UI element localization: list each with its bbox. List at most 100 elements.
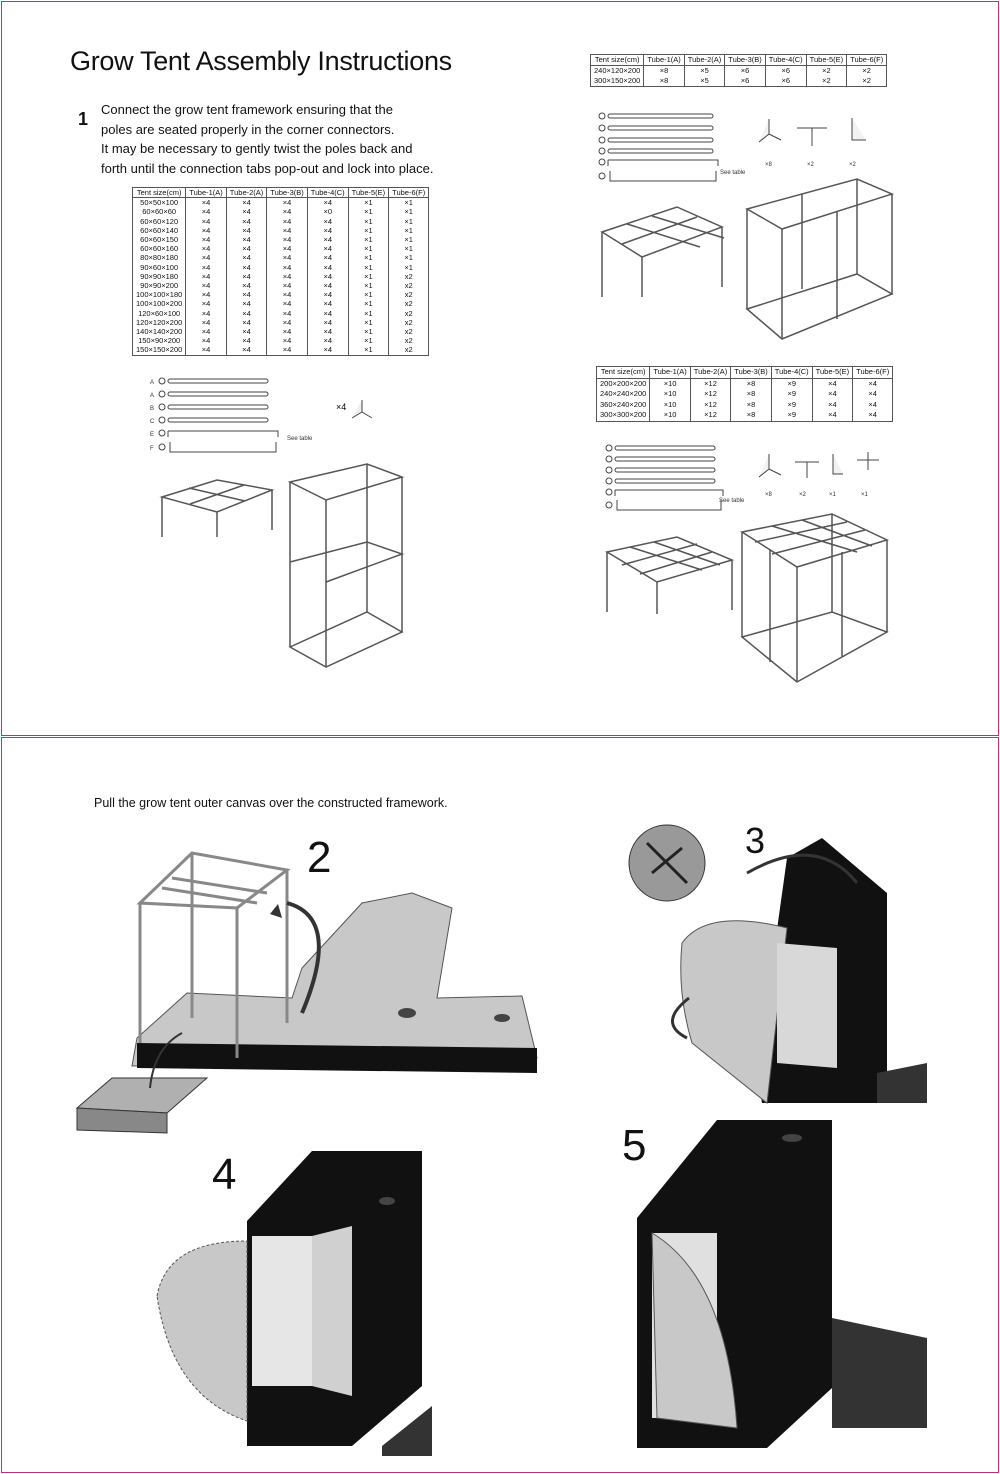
table-cell: ×12 (690, 410, 732, 422)
table-cell: ×4 (307, 225, 349, 236)
table-cell: ×2 (806, 76, 848, 87)
table-cell: ×6 (765, 76, 807, 87)
svg-text:A: A (150, 393, 154, 399)
table-header-cell: Tube-6(F) (852, 366, 894, 379)
page-title: Grow Tent Assembly Instructions (70, 46, 452, 76)
table-header-cell: Tube-4(C) (307, 186, 349, 199)
table-cell: ×4 (226, 317, 268, 328)
tube-part (158, 442, 277, 453)
table-cell: ×2 (846, 76, 888, 87)
svg-text:C: C (150, 419, 155, 425)
table-cell: ×4 (266, 271, 308, 282)
table-cell: ×4 (812, 410, 854, 422)
table-cell: 50×50×100 (131, 197, 187, 208)
table-cell: ×4 (852, 378, 894, 389)
table-cell: ×4 (266, 281, 308, 291)
table-cell: 200×200×200 (595, 378, 651, 389)
table-cell: ×1 (348, 299, 390, 309)
table-cell: ×8 (730, 378, 772, 389)
instruction-line: Connect the grow tent framework ensuring… (101, 102, 393, 117)
table-cell: ×4 (266, 299, 308, 309)
table-header-cell: Tube-5(E) (348, 186, 390, 199)
table-cell: x2 (388, 281, 430, 291)
table-cell: 60×60×120 (131, 216, 187, 226)
table-header-cell: Tube-2(A) (690, 366, 732, 379)
step-1-instructions: Connect the grow tent framework ensuring… (101, 100, 433, 178)
table-cell: ×4 (226, 225, 268, 236)
table-cell: 120×60×100 (131, 308, 187, 318)
table-cell: ×4 (307, 308, 349, 318)
table-header-cell: Tube-1(A) (185, 186, 227, 199)
table-cell: ×4 (185, 290, 227, 300)
table-cell: ×4 (185, 345, 227, 356)
table-cell: ×1 (388, 262, 430, 272)
tube-part (158, 377, 269, 385)
table-cell: ×4 (307, 253, 349, 263)
table-cell: ×4 (226, 244, 268, 254)
step-2-instruction: Pull the grow tent outer canvas over the… (94, 796, 448, 810)
tube-part (598, 158, 719, 166)
table-cell: ×2 (846, 65, 888, 76)
see-table-label: See table (287, 436, 313, 442)
table-cell: ×4 (226, 308, 268, 318)
table-cell: ×8 (643, 65, 685, 76)
table-cell: ×1 (348, 225, 390, 236)
table-cell: 90×90×200 (131, 281, 187, 291)
table-cell: ×4 (812, 389, 854, 400)
connector-set-medium: ×8 ×2 ×2 (758, 118, 866, 168)
parts-table-small-tents: Tent size(cm)Tube-1(A)Tube-2(A)Tube-3(B)… (131, 186, 430, 356)
table-header-cell: Tent size(cm) (131, 186, 187, 199)
table-cell: ×4 (185, 235, 227, 245)
table-cell: ×4 (307, 317, 349, 328)
table-cell: x2 (388, 345, 430, 356)
instruction-line: forth until the connection tabs pop-out … (101, 160, 434, 176)
table-cell: ×4 (185, 216, 227, 226)
table-cell: ×4 (185, 262, 227, 272)
table-row: 60×60×120×4×4×4×4×1×1 (131, 216, 430, 226)
table-cell: ×9 (771, 389, 813, 400)
table-cell: ×6 (765, 65, 807, 76)
table-cell: ×8 (643, 76, 685, 87)
table-cell: 80×80×180 (131, 253, 187, 263)
table-cell: ×1 (348, 345, 390, 356)
table-cell: ×4 (226, 327, 268, 337)
table-cell: ×4 (226, 253, 268, 263)
table-row: 60×60×60×4×4×4×0×1×1 (131, 207, 430, 217)
table-header-row: Tent size(cm)Tube-1(A)Tube-2(A)Tube-3(B)… (589, 54, 888, 66)
table-header-cell: Tent size(cm) (595, 366, 651, 379)
table-cell: ×4 (226, 299, 268, 309)
table-cell: ×8 (730, 410, 772, 422)
table-cell: ×4 (852, 399, 894, 410)
step-4-illustration (156, 1151, 432, 1456)
roof-frame-diagram-medium (600, 206, 725, 297)
table-cell: ×4 (266, 308, 308, 318)
table-header-cell: Tube-3(B) (730, 366, 772, 379)
table-cell: ×4 (307, 299, 349, 309)
table-cell: ×4 (185, 317, 227, 328)
table-cell: 360×240×200 (595, 399, 651, 410)
tube-part (598, 112, 714, 120)
step-5-number: 5 (622, 1121, 647, 1170)
connector-qty: ×2 (849, 162, 857, 168)
table-cell: ×4 (185, 308, 227, 318)
connector-qty: ×8 (765, 492, 773, 498)
tube-part (598, 136, 714, 144)
table-row: 90×60×100×4×4×4×4×1×1 (131, 262, 430, 272)
table-row: 80×80×180×4×4×4×4×1×1 (131, 253, 430, 263)
table-cell: ×4 (307, 262, 349, 272)
table-cell: ×1 (388, 235, 430, 245)
table-cell: ×1 (388, 197, 430, 208)
table-cell: 90×90×180 (131, 271, 187, 282)
table-cell: ×1 (348, 262, 390, 272)
table-cell: ×4 (185, 253, 227, 263)
table-row: 60×60×160×4×4×4×4×1×1 (131, 244, 430, 254)
table-cell: x2 (388, 317, 430, 328)
table-cell: ×6 (724, 65, 766, 76)
table-header-cell: Tube-1(A) (643, 54, 685, 66)
table-header-cell: Tube-6(F) (846, 54, 888, 66)
instruction-line: poles are seated properly in the corner … (101, 121, 395, 137)
